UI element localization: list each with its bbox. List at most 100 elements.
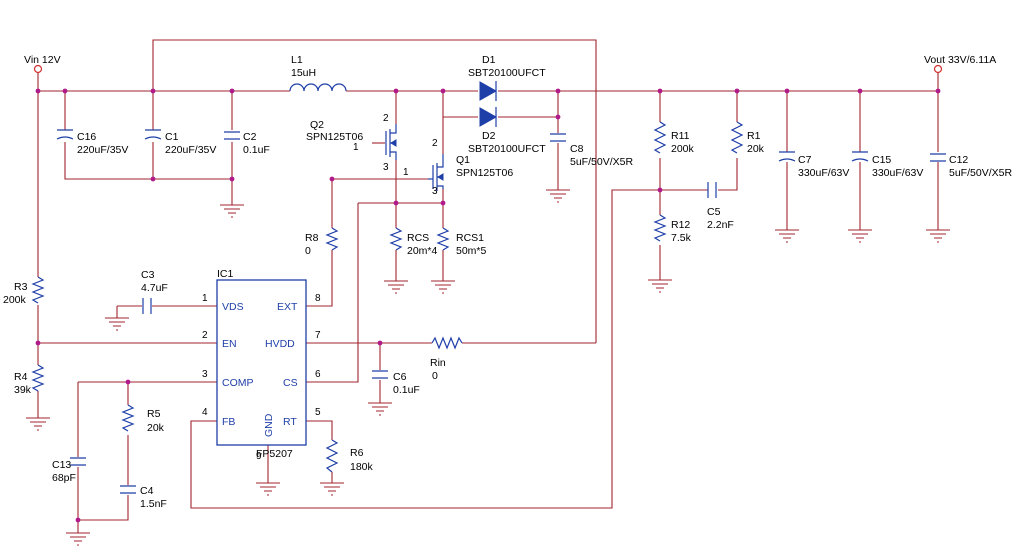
C16-ref: C16 [77,131,96,143]
Rin-value: 0 [432,370,438,382]
C6-value: 0.1uF [393,384,420,396]
capacitor-C12[interactable]: C12 5uF/50V/X5R [930,153,1012,179]
ic-ref: IC1 [217,268,234,280]
ic-pin-cs: CS [283,377,298,389]
ic-pin-rt: RT [283,416,297,428]
ic-pin-num-3: 3 [202,369,208,380]
R4-value: 39k [14,384,32,396]
resistor-R5[interactable]: R5 20k [121,404,165,434]
R8-value: 0 [305,245,311,257]
mosfet-Q2[interactable]: 2 1 3 Q2 SPN125T06 [306,113,397,173]
Q1-pin-gate: 1 [403,167,409,178]
R5-ref: R5 [147,408,161,420]
Q2-pin-source: 3 [383,162,389,173]
capacitor-C13[interactable]: C13 68pF [52,457,86,484]
C12-ref: C12 [949,154,968,166]
capacitor-C7[interactable]: C7 330uF/63V [778,151,849,179]
resistor-Rin[interactable]: Rin 0 [430,336,463,382]
ic-pin-num-9: 9 [256,451,262,462]
capacitor-C15[interactable]: C15 330uF/63V [851,151,923,179]
resistor-R11[interactable]: R11 200k [653,121,695,155]
capacitor-C1[interactable]: C1 220uF/35V [144,129,216,156]
D1-ref: D1 [482,54,496,66]
mosfet-Q1[interactable]: 2 1 3 Q1 SPN125T06 [403,138,513,197]
C3-value: 4.7uF [141,282,168,294]
Q2-ref: Q2 [310,119,324,131]
D2-value: SBT20100UFCT [468,143,546,155]
resistor-R8[interactable]: R8 0 [305,227,339,257]
C13-value: 68pF [52,472,76,484]
ic-pin-vds: VDS [222,301,244,313]
R12-value: 7.5k [671,232,692,244]
C2-ref: C2 [243,131,257,143]
L1-ref: L1 [291,54,303,66]
C7-value: 330uF/63V [798,167,849,179]
capacitor-C5[interactable]: C5 2.2nF [707,182,734,231]
R11-value: 200k [671,143,695,155]
C2-value: 0.1uF [243,144,270,156]
resistor-RCS1[interactable]: RCS1 50m*5 [436,227,487,257]
R3-value: 200k [3,294,27,306]
diode-D2[interactable]: D2 SBT20100UFCT [468,107,546,155]
R3-ref: R3 [14,281,28,293]
vout-label: Vout 33V/6.11A [924,54,996,66]
diode-D1[interactable]: D1 SBT20100UFCT [468,54,546,101]
C3-ref: C3 [141,269,155,281]
R1-ref: R1 [747,130,761,142]
C7-ref: C7 [798,154,812,166]
resistor-RCS[interactable]: RCS 20m*4 [389,227,438,257]
ic-pin-num-1: 1 [202,293,208,304]
ic-pin-ext: EXT [277,301,298,313]
resistor-R1[interactable]: R1 20k [730,121,765,155]
C4-value: 1.5nF [140,498,167,510]
R5-value: 20k [147,422,165,434]
ic-pin-num-2: 2 [202,330,208,341]
resistor-R4[interactable]: R4 39k [14,364,45,396]
ic-pin-num-8: 8 [315,293,321,304]
ic-pin-num-5: 5 [315,407,321,418]
junctions [35,88,941,523]
capacitor-C16[interactable]: C16 220uF/35V [56,129,128,156]
Q1-pin-source: 3 [432,186,438,197]
C15-ref: C15 [872,154,891,166]
C8-ref: C8 [570,143,584,155]
ic-part: FP5207 [256,448,293,460]
R12-ref: R12 [671,219,690,231]
R8-ref: R8 [305,232,319,244]
ic-pin-hvdd: HVDD [265,338,295,350]
R11-ref: R11 [671,130,690,142]
D2-ref: D2 [482,130,496,142]
ic-pin-comp: COMP [222,377,254,389]
Q2-value: SPN125T06 [306,131,363,143]
resistor-R6[interactable]: R6 180k [325,439,374,473]
vin-terminal[interactable] [33,64,43,74]
capacitor-C8[interactable]: C8 5uF/50V/X5R [550,133,633,168]
C6-ref: C6 [393,371,407,383]
resistor-R3[interactable]: R3 200k [3,276,45,306]
RCS-value: 20m*4 [407,245,438,257]
C12-value: 5uF/50V/X5R [949,167,1012,179]
ic-pin-num-7: 7 [315,330,321,341]
resistor-R12[interactable]: R12 7.5k [653,214,692,244]
capacitor-C4[interactable]: C4 1.5nF [120,485,167,510]
Q1-value: SPN125T06 [456,167,513,179]
RCS1-ref: RCS1 [456,232,484,244]
D1-value: SBT20100UFCT [468,67,546,79]
inductor-L1[interactable]: L1 15uH [289,54,347,92]
capacitor-C6[interactable]: C6 0.1uF [372,370,420,396]
vout-terminal[interactable] [933,64,943,74]
ic-FP5207[interactable]: IC1 FP5207 VDS EN COMP FB EXT HVDD CS RT… [202,268,321,462]
ic-pin-gnd: GND [263,413,275,437]
capacitor-C2[interactable]: C2 0.1uF [224,131,270,156]
Q1-pin-drain: 2 [432,138,438,149]
C15-value: 330uF/63V [872,167,923,179]
C4-ref: C4 [140,485,154,497]
R4-ref: R4 [14,371,28,383]
R6-ref: R6 [350,447,364,459]
capacitor-C3[interactable]: C3 4.7uF [141,269,168,314]
C1-ref: C1 [165,131,179,143]
ic-pin-en: EN [222,338,237,350]
Q2-pin-gate: 1 [353,142,359,153]
C1-value: 220uF/35V [165,144,216,156]
